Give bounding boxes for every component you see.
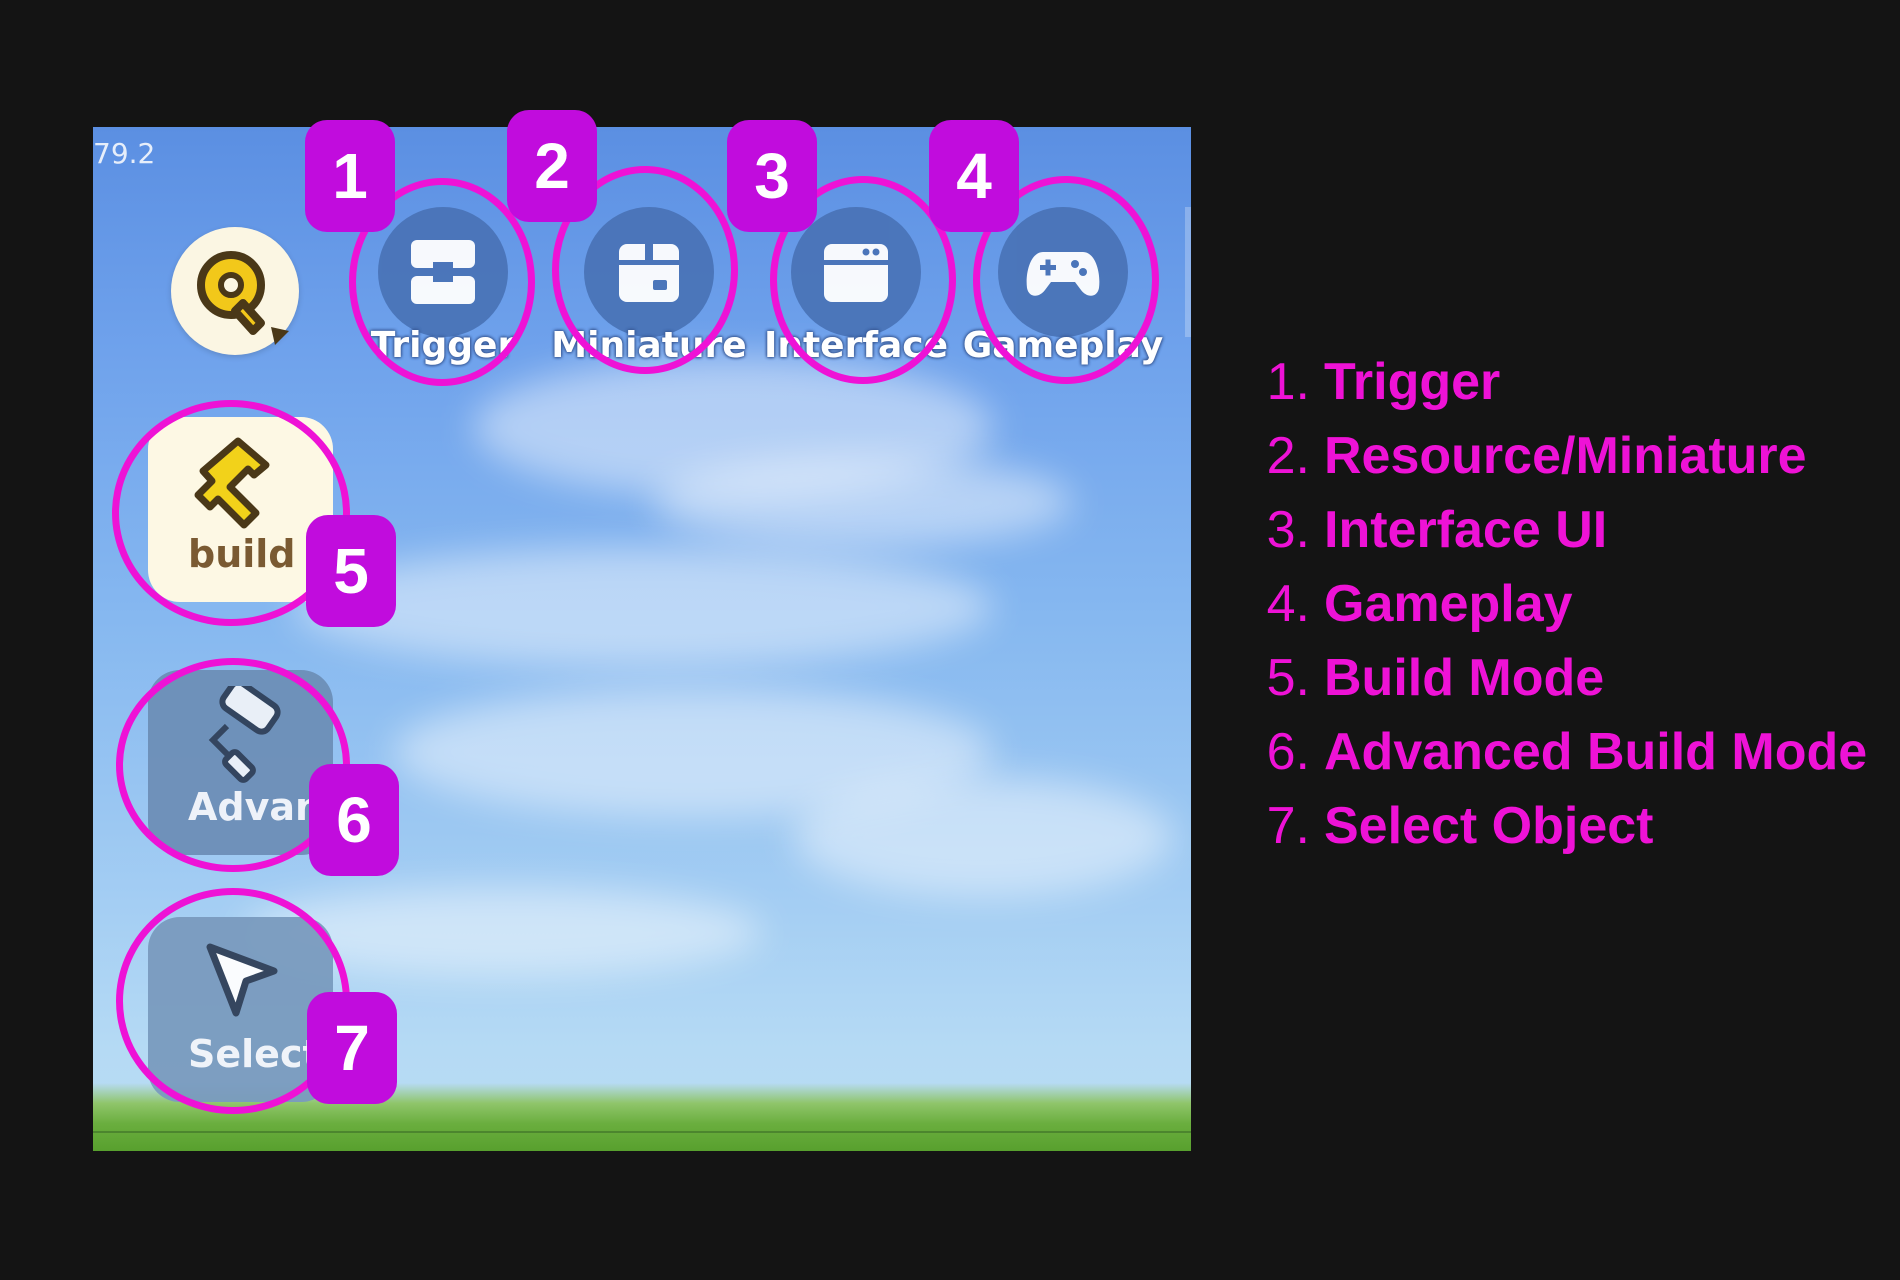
cloud xyxy=(473,357,993,497)
legend-text: Gameplay xyxy=(1324,575,1573,633)
badge-6: 6 xyxy=(309,764,399,876)
highlight-ring-1 xyxy=(349,178,535,386)
legend-item: 6.Advanced Build Mode xyxy=(1240,715,1868,789)
legend-number: 1. xyxy=(1266,353,1310,411)
highlight-ring-2 xyxy=(552,166,738,374)
legend-number: 5. xyxy=(1266,649,1310,707)
legend-item: 7.Select Object xyxy=(1240,789,1867,863)
legend-item: 1.Trigger xyxy=(1240,345,1867,419)
legend-number: 4. xyxy=(1266,575,1310,633)
badge-3: 3 xyxy=(727,120,817,232)
legend-number: 6. xyxy=(1266,723,1310,781)
highlight-ring-4 xyxy=(973,176,1159,384)
ground-horizon xyxy=(93,1131,1191,1133)
version-text: 79.2 xyxy=(93,137,156,170)
badge-2: 2 xyxy=(507,110,597,222)
cloud xyxy=(293,547,993,667)
legend-text: Resource/Miniature xyxy=(1324,427,1807,485)
legend-text: Build Mode xyxy=(1324,649,1605,707)
legend-text: Interface UI xyxy=(1324,501,1608,559)
legend-text: Trigger xyxy=(1324,353,1501,411)
highlight-ring-3 xyxy=(770,176,956,384)
badge-5: 5 xyxy=(306,515,396,627)
badge-4: 4 xyxy=(929,120,1019,232)
highlight-ring-5 xyxy=(112,400,350,626)
wrench-icon xyxy=(197,251,289,345)
cloud xyxy=(793,777,1173,897)
legend-item: 2.Resource/Miniature xyxy=(1240,419,1867,493)
legend-item: 5.Build Mode xyxy=(1240,641,1867,715)
legend-list: 1.Trigger 2.Resource/Miniature 3.Interfa… xyxy=(1240,345,1868,863)
scroll-edge xyxy=(1185,207,1191,337)
cloud xyxy=(393,687,993,817)
badge-1: 1 xyxy=(305,120,395,232)
legend-number: 3. xyxy=(1266,501,1310,559)
cloud xyxy=(653,457,1073,547)
legend-text: Select Object xyxy=(1324,797,1654,855)
badge-7: 7 xyxy=(307,992,397,1104)
legend-item: 3.Interface UI xyxy=(1240,493,1867,567)
legend-number: 7. xyxy=(1266,797,1310,855)
legend-text: Advanced Build Mode xyxy=(1324,723,1868,781)
legend-number: 2. xyxy=(1266,427,1310,485)
settings-button[interactable] xyxy=(171,227,299,355)
legend-item: 4.Gameplay xyxy=(1240,567,1867,641)
